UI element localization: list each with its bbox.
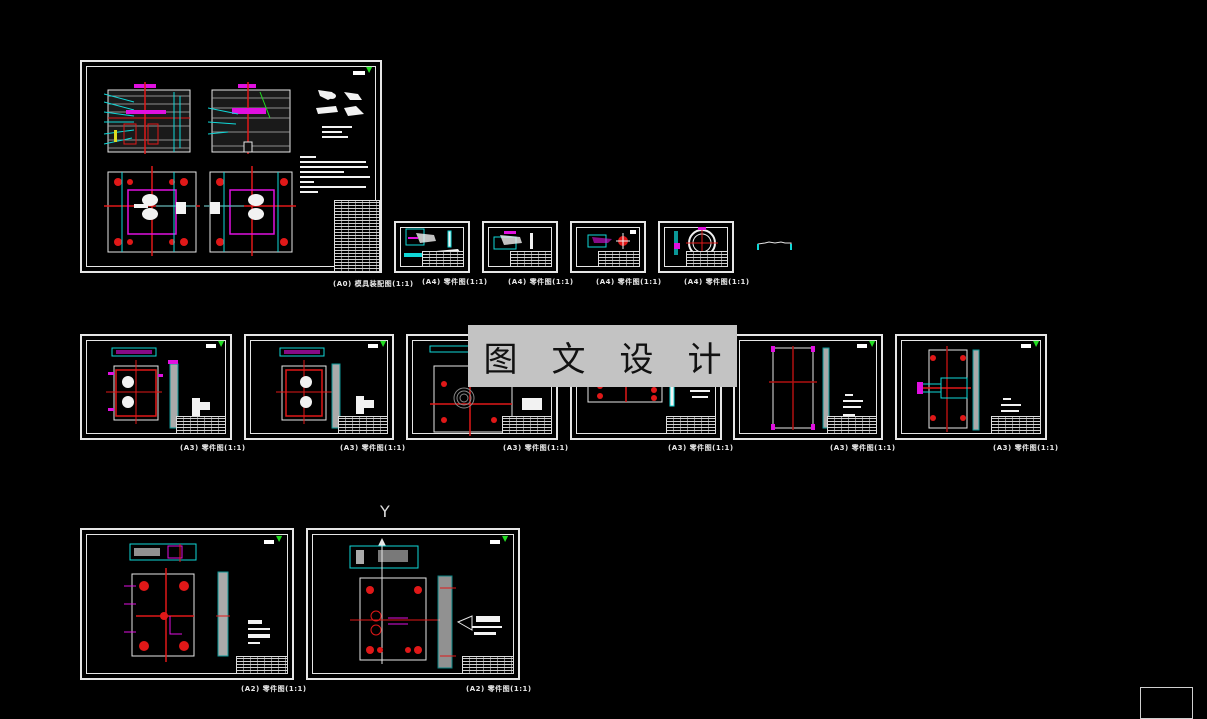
drawing-sheet-plate[interactable]: ▼: [895, 334, 1047, 440]
technical-requirements: [300, 156, 376, 196]
drawing-sheet-part[interactable]: [570, 221, 646, 273]
viewport-navigation-box[interactable]: [1140, 687, 1193, 719]
drawing-sheet-part[interactable]: [658, 221, 734, 273]
roughness-symbol-icon: ▼: [366, 65, 373, 74]
watermark-char: 计: [687, 339, 722, 380]
roughness-symbol-icon: ▼: [218, 339, 225, 348]
title-block: [686, 251, 728, 267]
sheet-inner-border: [250, 340, 388, 434]
watermark-banner: 图 文 设 计: [468, 325, 737, 387]
title-block: [176, 416, 226, 434]
title-block: [510, 251, 552, 267]
technical-requirements-short: [322, 126, 352, 141]
drawing-sheet-large[interactable]: ▼: [80, 528, 294, 680]
watermark-char: 图: [483, 339, 518, 380]
title-logo-bar: [353, 71, 365, 75]
sheet-caption: (A3) 零件图(1:1): [668, 444, 734, 452]
sheet-inner-border: [86, 66, 376, 267]
drawing-sheet-assembly[interactable]: ▼: [80, 60, 382, 273]
title-logo-bar: [264, 540, 274, 544]
part-view: [587, 233, 630, 249]
product-3d-views: [316, 90, 364, 116]
bill-of-materials-table: [334, 200, 380, 272]
roughness-symbol-icon: ▼: [1033, 339, 1040, 348]
sheet-caption: (A4) 零件图(1:1): [684, 278, 750, 286]
plate-views: [349, 538, 502, 669]
plate-views: [124, 543, 270, 662]
watermark-char: 设: [619, 339, 654, 380]
title-block: [991, 416, 1041, 434]
title-block: [598, 251, 640, 267]
sheet-caption: (A4) 零件图(1:1): [596, 278, 662, 286]
sheet-inner-border: [739, 340, 877, 434]
sheet-caption: (A3) 零件图(1:1): [993, 444, 1059, 452]
drawing-sheet-part[interactable]: [482, 221, 558, 273]
plate-views: [106, 347, 210, 429]
sheet-inner-border: [312, 534, 514, 674]
sheet-caption: (A3) 零件图(1:1): [180, 444, 246, 452]
sheet-caption: (A3) 零件图(1:1): [503, 444, 569, 452]
view-direction-marker: Y: [380, 502, 390, 521]
title-block: [462, 656, 514, 674]
title-logo-bar: [206, 344, 216, 348]
drawing-sheet-part[interactable]: [394, 221, 470, 273]
title-block: [422, 251, 464, 267]
roughness-symbol-icon: ▼: [869, 339, 876, 348]
sheet-inner-border: [86, 340, 226, 434]
assembly-section-view-right: [208, 82, 291, 154]
title-block: [338, 416, 388, 434]
loose-profile-sketch: [757, 241, 792, 250]
plate-views: [276, 347, 374, 429]
drawing-sheet-large[interactable]: ▼: [306, 528, 520, 680]
sheet-caption: (A2) 零件图(1:1): [241, 685, 307, 693]
title-block: [666, 416, 716, 434]
title-logo-bar: [857, 344, 867, 348]
sheet-caption: (A0) 模具装配图(1:1): [333, 280, 414, 288]
title-logo-bar: [490, 540, 500, 544]
sheet-caption: (A3) 零件图(1:1): [830, 444, 896, 452]
sheet-caption: (A4) 零件图(1:1): [508, 278, 574, 286]
title-block: [827, 416, 877, 434]
roughness-symbol-icon: ▼: [380, 339, 387, 348]
watermark-char: 文: [551, 339, 586, 380]
plate-views: [769, 346, 863, 430]
title-logo-bar: [630, 230, 636, 234]
title-logo-bar: [368, 344, 378, 348]
drawing-sheet-plate[interactable]: ▼: [80, 334, 232, 440]
title-block: [236, 656, 288, 674]
drawing-sheet-plate[interactable]: ▼: [733, 334, 883, 440]
sheet-caption: (A3) 零件图(1:1): [340, 444, 406, 452]
sheet-caption: (A2) 零件图(1:1): [466, 685, 532, 693]
sheet-inner-border: [86, 534, 288, 674]
title-logo-bar: [1021, 344, 1031, 348]
assembly-plan-view-left: [104, 166, 200, 256]
title-block: [502, 416, 552, 434]
assembly-plan-view-right: [204, 166, 296, 256]
roughness-symbol-icon: ▼: [276, 534, 283, 543]
sheet-inner-border: [901, 340, 1041, 434]
assembly-section-view-left: [104, 82, 191, 154]
drawing-sheet-plate[interactable]: ▼: [244, 334, 394, 440]
roughness-symbol-icon: ▼: [502, 534, 509, 543]
sheet-caption: (A4) 零件图(1:1): [422, 278, 488, 286]
